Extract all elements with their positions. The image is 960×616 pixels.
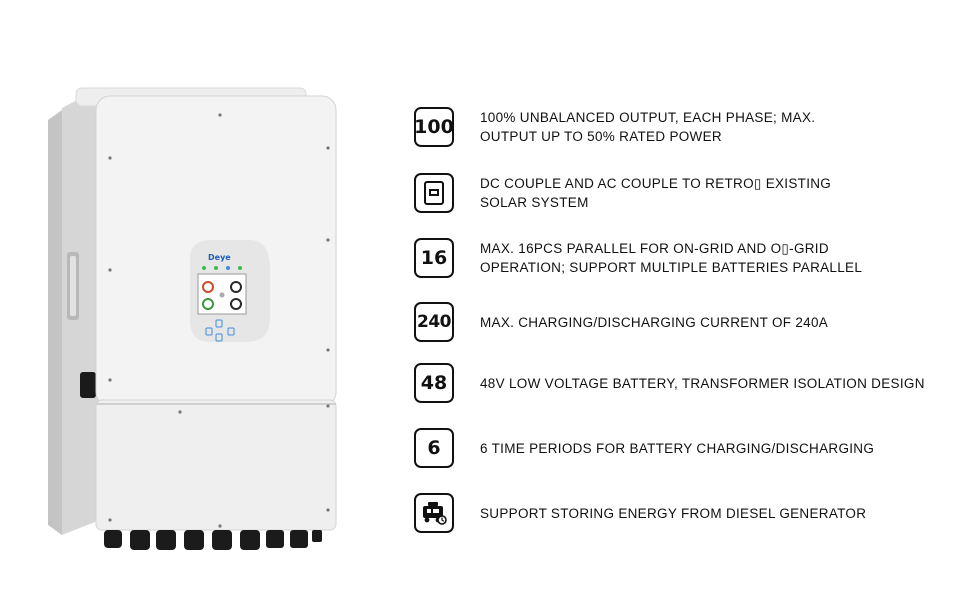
feature-badge: 16	[414, 238, 454, 278]
feature-text: DC COUPLE AND AC COUPLE TO RETRO▯ EXISTI…	[480, 176, 832, 210]
feature-text: 6 TIME PERIODS FOR BATTERY CHARGING/DISC…	[480, 440, 875, 456]
feature-badge: 240	[414, 302, 454, 342]
feature-badge: 6	[414, 428, 454, 468]
feature-badge: 48	[414, 363, 454, 403]
feature-text: SUPPORT STORING ENERGY FROM DIESEL GENER…	[480, 505, 867, 521]
inverter-product-image: Deye	[48, 87, 337, 550]
feature-item-dc-ac-couple: DC COUPLE AND AC COUPLE TO RETRO▯ EXISTI…	[414, 170, 954, 216]
feature-text: 100% UNBALANCED OUTPUT, EACH PHASE; MAX.…	[480, 110, 816, 144]
feature-item-charging-current: 240 MAX. CHARGING/DISCHARGING CURRENT OF…	[414, 299, 954, 345]
feature-item-time-periods: 6 6 TIME PERIODS FOR BATTERY CHARGING/DI…	[414, 425, 954, 471]
feature-item-parallel: 16 MAX. 16PCS PARALLEL FOR ON-GRID AND O…	[414, 235, 954, 281]
feature-item-unbalanced-output: 100 100% UNBALANCED OUTPUT, EACH PHASE; …	[414, 104, 954, 150]
feature-text: 48V LOW VOLTAGE BATTERY, TRANSFORMER ISO…	[480, 375, 925, 391]
feature-item-low-voltage-battery: 48 48V LOW VOLTAGE BATTERY, TRANSFORMER …	[414, 360, 954, 406]
diesel-generator-icon	[414, 493, 454, 533]
inverter-device-icon	[414, 173, 454, 213]
feature-text: MAX. CHARGING/DISCHARGING CURRENT OF 240…	[480, 314, 829, 330]
feature-badge: 100	[414, 107, 454, 147]
feature-item-diesel-generator: SUPPORT STORING ENERGY FROM DIESEL GENER…	[414, 490, 954, 536]
feature-text: MAX. 16PCS PARALLEL FOR ON-GRID AND O▯-G…	[480, 241, 863, 275]
brand-logo: Deye	[208, 253, 231, 262]
